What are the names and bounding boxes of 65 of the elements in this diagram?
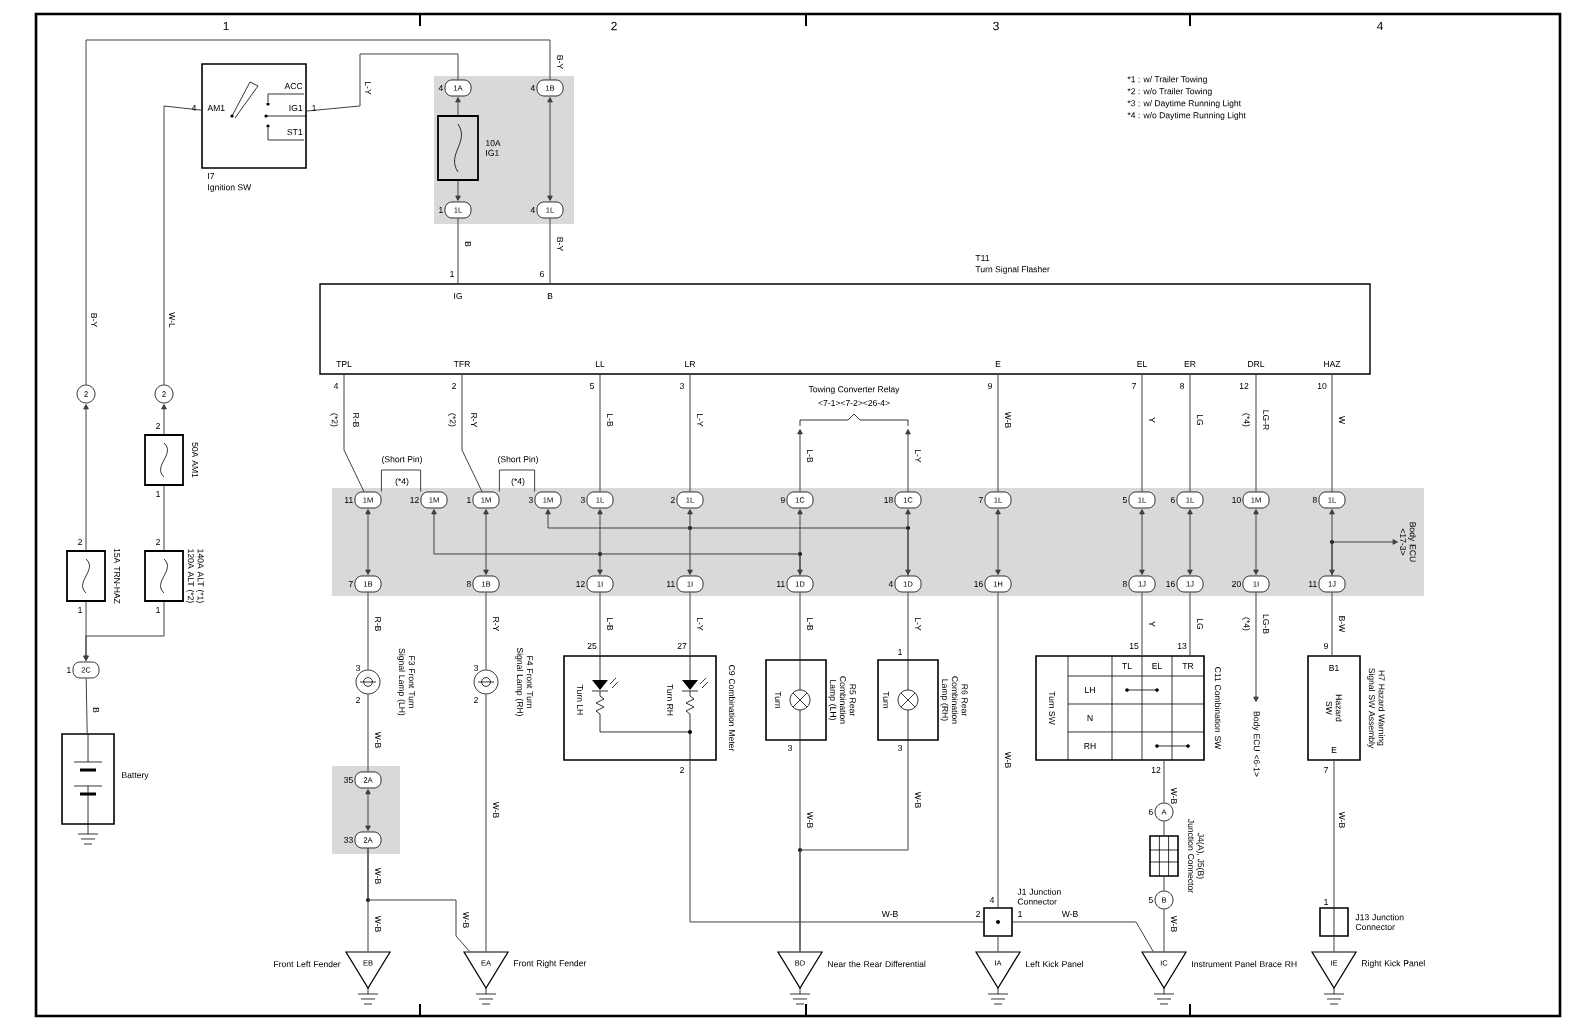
wire bbox=[343, 374, 365, 493]
wire bbox=[905, 509, 911, 575]
wire bbox=[306, 53, 459, 112]
wire bbox=[431, 509, 801, 577]
wire bbox=[85, 677, 88, 734]
wire bbox=[1253, 509, 1259, 575]
wire bbox=[367, 847, 471, 953]
wire bbox=[461, 374, 483, 493]
wire bbox=[1163, 876, 1165, 892]
wire bbox=[498, 469, 536, 493]
wire bbox=[367, 591, 369, 671]
wire bbox=[485, 693, 487, 953]
wire bbox=[907, 591, 909, 660]
wire bbox=[161, 404, 167, 435]
wire bbox=[367, 693, 369, 773]
wire bbox=[365, 789, 371, 831]
wire bbox=[549, 217, 551, 284]
wire bbox=[1333, 936, 1335, 953]
wire bbox=[545, 509, 909, 577]
wire bbox=[163, 105, 202, 386]
wire bbox=[1012, 921, 1154, 953]
wire bbox=[483, 509, 489, 575]
wire bbox=[997, 591, 999, 908]
wire bbox=[1333, 760, 1335, 908]
wire bbox=[1163, 820, 1165, 836]
wire bbox=[380, 469, 422, 493]
wire bbox=[687, 509, 693, 575]
wire bbox=[799, 740, 909, 953]
wire bbox=[83, 404, 89, 551]
wire bbox=[1189, 591, 1191, 656]
wire bbox=[597, 509, 603, 575]
wire bbox=[1139, 509, 1145, 575]
wire bbox=[599, 374, 601, 493]
wire bbox=[1331, 591, 1333, 656]
wire bbox=[547, 97, 553, 201]
wire bbox=[1187, 509, 1193, 575]
wire bbox=[83, 601, 89, 661]
wire bbox=[905, 429, 911, 493]
wire bbox=[457, 217, 459, 284]
wire bbox=[485, 591, 487, 671]
wire bbox=[1253, 591, 1259, 702]
wire bbox=[1141, 374, 1143, 493]
wire bbox=[1163, 760, 1165, 804]
wire bbox=[797, 509, 803, 575]
wire bbox=[997, 936, 999, 953]
wire bbox=[455, 97, 461, 116]
wire bbox=[997, 374, 999, 493]
wire bbox=[163, 485, 165, 551]
wire bbox=[1189, 374, 1191, 493]
wire bbox=[1331, 374, 1333, 493]
wire bbox=[1331, 539, 1398, 577]
wire bbox=[455, 180, 461, 201]
wire bbox=[689, 374, 691, 493]
wire bbox=[689, 760, 984, 923]
wire bbox=[995, 509, 1001, 575]
wire bbox=[1163, 908, 1165, 953]
wire bbox=[1255, 374, 1257, 493]
wire bbox=[599, 591, 601, 656]
wire bbox=[1141, 591, 1143, 656]
wire bbox=[365, 509, 371, 575]
wire bbox=[85, 39, 551, 386]
wire bbox=[797, 429, 803, 493]
wire bbox=[799, 591, 801, 660]
wire bbox=[1329, 509, 1335, 575]
wire bbox=[689, 591, 691, 656]
